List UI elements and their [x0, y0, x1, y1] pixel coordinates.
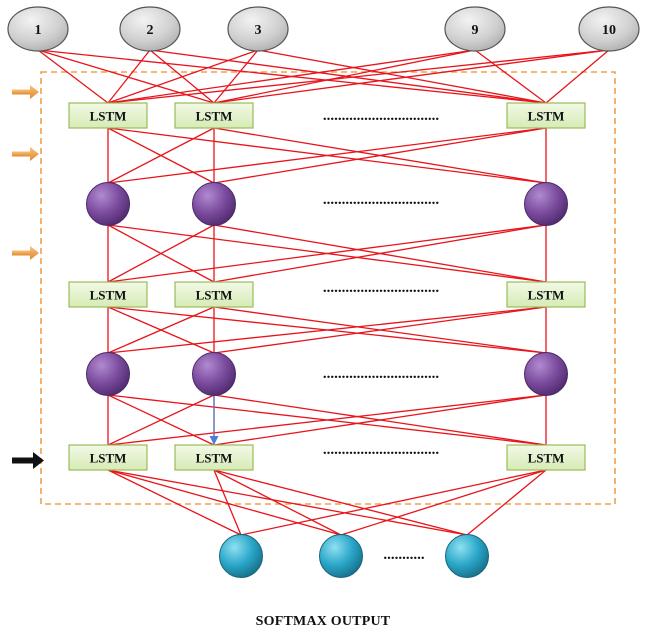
connection-line-31 [213, 224, 547, 283]
connection-line-1 [37, 49, 215, 104]
lstm-label: LSTM [528, 288, 565, 303]
side-arrow-2 [12, 147, 39, 161]
output-node3 [445, 534, 489, 578]
connection-line-58 [340, 469, 547, 536]
connection-line-6 [107, 49, 259, 104]
lstm-label: LSTM [528, 451, 565, 466]
lstm-label: LSTM [90, 288, 127, 303]
input-node-3-label: 3 [255, 23, 262, 38]
input-node-2: 2 [119, 6, 181, 52]
connection-line-21 [107, 127, 547, 184]
connection-line-53 [107, 469, 468, 536]
connection-line-52 [107, 469, 342, 536]
lstm-label: LSTM [196, 288, 233, 303]
side-arrow-1 [12, 85, 39, 99]
hidden-row1-node3 [524, 182, 568, 226]
hidden-row2-node3 [524, 352, 568, 396]
lstm-label: LSTM [528, 109, 565, 124]
connection-line-0 [37, 49, 109, 104]
connection-line-11 [474, 49, 547, 104]
connection-line-18 [107, 127, 215, 184]
lstm-label: LSTM [90, 451, 127, 466]
connection-line-49 [213, 394, 547, 446]
connection-line-57 [240, 469, 547, 536]
connection-line-27 [107, 224, 215, 283]
row1-ellipsis: ............................... [323, 108, 440, 124]
input-node-9: 9 [444, 6, 506, 52]
hidden-row1-node1 [86, 182, 130, 226]
connection-line-45 [107, 394, 215, 446]
input-node-10: 10 [578, 6, 640, 52]
hidden-row2-ellipsis: ............................... [323, 366, 440, 382]
hidden-row1-ellipsis: ............................... [323, 192, 440, 208]
input-node-10-label: 10 [602, 23, 616, 38]
lstm-label: LSTM [196, 109, 233, 124]
softmax-output-caption: SOFTMAX OUTPUT [255, 614, 391, 629]
connection-line-7 [213, 49, 259, 104]
hidden-row1-node2 [192, 182, 236, 226]
connection-line-48 [107, 394, 547, 446]
lstm-label: LSTM [90, 109, 127, 124]
connection-line-59 [466, 469, 547, 536]
output-node1 [219, 534, 263, 578]
lstm-row1-cell3: LSTM [506, 102, 586, 129]
connection-line-22 [213, 127, 547, 184]
input-node-2-label: 2 [147, 23, 154, 38]
connection-line-55 [213, 469, 342, 536]
connection-line-39 [107, 306, 547, 354]
connection-line-9 [107, 49, 476, 104]
row2-ellipsis: ............................... [323, 280, 440, 296]
lstm-row3-cell3: LSTM [506, 444, 586, 471]
connection-line-10 [213, 49, 476, 104]
skip-connection-arrowhead [209, 436, 219, 445]
lstm-row3-cell1: LSTM [68, 444, 148, 471]
hidden-row2-node2 [192, 352, 236, 396]
lstm-row2-cell2: LSTM [174, 281, 254, 308]
lstm-row3-cell2: LSTM [174, 444, 254, 471]
hidden-row2-node1 [86, 352, 130, 396]
connection-line-14 [545, 49, 610, 104]
output-node2 [319, 534, 363, 578]
connection-line-30 [107, 224, 547, 283]
input-node-3: 3 [227, 6, 289, 52]
input-node-9-label: 9 [472, 23, 479, 38]
side-arrow-4-black [12, 452, 44, 469]
input-node-1: 1 [7, 6, 69, 52]
connection-line-8 [257, 49, 547, 104]
connection-line-40 [213, 306, 547, 354]
connection-line-5 [149, 49, 547, 104]
connection-line-36 [107, 306, 215, 354]
connection-line-54 [213, 469, 242, 536]
connection-line-56 [213, 469, 468, 536]
lstm-row2-cell1: LSTM [68, 281, 148, 308]
lstm-row1-cell2: LSTM [174, 102, 254, 129]
input-node-1-label: 1 [35, 23, 42, 38]
row3-ellipsis: ............................... [323, 442, 440, 458]
connection-line-3 [107, 49, 151, 104]
connection-line-13 [213, 49, 610, 104]
connection-line-51 [107, 469, 242, 536]
lstm-row1-cell1: LSTM [68, 102, 148, 129]
side-arrow-3 [12, 246, 39, 260]
output-ellipsis: ........... [383, 547, 425, 563]
connection-line-12 [107, 49, 610, 104]
recurrent-block-frame [40, 71, 616, 505]
lstm-label: LSTM [196, 451, 233, 466]
connection-lines [37, 49, 610, 536]
lstm-row2-cell3: LSTM [506, 281, 586, 308]
